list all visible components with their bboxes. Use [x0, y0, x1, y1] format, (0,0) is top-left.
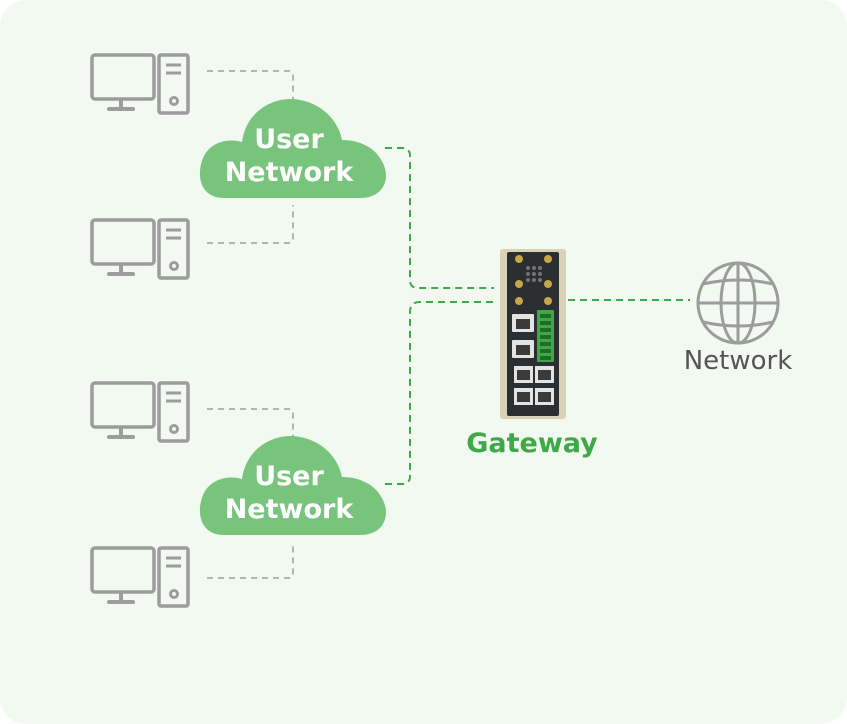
cloud-icon [199, 436, 386, 535]
pc-connectors [207, 70, 294, 579]
cloud-label-line1: User [254, 461, 324, 492]
antenna-connector-icon [515, 255, 523, 263]
user-network-cloud: User Network [199, 436, 386, 535]
cloud-icon [199, 99, 386, 198]
cloud-label-line1: User [254, 124, 324, 155]
antenna-connector-icon [515, 297, 523, 305]
antenna-connector-icon [544, 255, 552, 263]
cloud-label-line2: Network [225, 494, 355, 525]
globe-icon [696, 261, 780, 345]
gateway-connectors [385, 147, 690, 485]
antenna-connector-icon [544, 280, 552, 288]
lan-ports [514, 366, 554, 405]
status-leds [526, 266, 542, 282]
cloud-label-line2: Network [225, 157, 355, 188]
antenna-connector-icon [515, 280, 523, 288]
user-network-cloud: User Network [199, 99, 386, 198]
gateway-label: Gateway [466, 428, 598, 459]
internet-label: Network [684, 346, 793, 376]
antenna-connector-icon [544, 297, 552, 305]
gateway-device [500, 249, 566, 419]
